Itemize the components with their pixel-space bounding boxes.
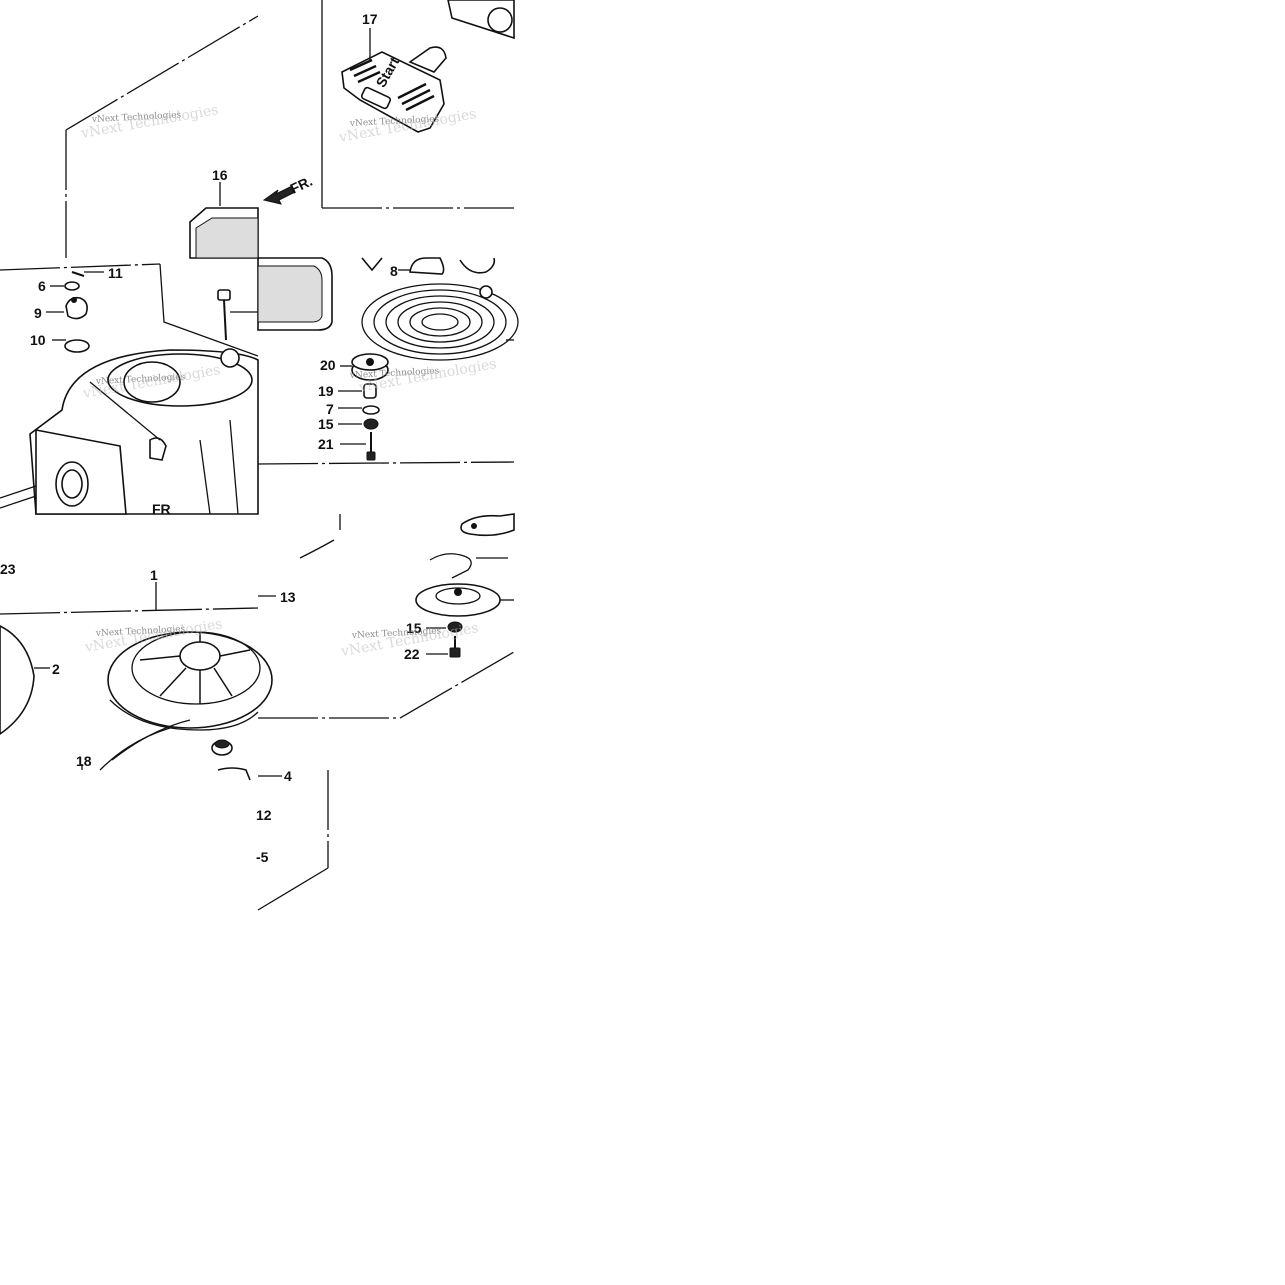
starter-assembly-tile: 23 1 2 18 — [0, 561, 273, 771]
recoil-starter-cover: FR — [0, 348, 259, 517]
watermark: vNext Technologies — [95, 372, 186, 387]
callout-23: 23 — [0, 561, 16, 577]
callout-21: 21 — [318, 436, 334, 452]
callout-15: 15 — [318, 416, 334, 432]
callout-16: 16 — [212, 167, 228, 183]
starter-pulley-reel — [99, 631, 273, 771]
bolt-22 — [449, 636, 461, 658]
callout-12: 12 — [256, 807, 272, 823]
cover-mark: FR — [152, 501, 171, 517]
guide-8 — [409, 257, 445, 275]
watermark: vNext Technologies — [349, 366, 440, 381]
callout-7: 7 — [326, 401, 334, 417]
watermark: vNext Technologies — [91, 110, 182, 125]
watermark: vNext Technologies — [351, 626, 442, 641]
watermark: vNext Technologies — [349, 114, 440, 129]
direction-label: FR. — [288, 173, 315, 197]
washer-15b — [447, 621, 463, 633]
callout-6: 6 — [38, 278, 46, 294]
grommet — [211, 739, 233, 756]
ratchet-tile: 13 15 22 vNext Technologies vNext Techno… — [258, 513, 515, 719]
callout-19: 19 — [318, 383, 334, 399]
callout-11: 11 — [108, 265, 123, 281]
recoil-spring — [361, 283, 519, 361]
callout-15b: 15 — [406, 620, 422, 636]
washer-7 — [362, 405, 380, 415]
callout-4: 4 — [284, 768, 292, 784]
air-filter-tile: 16 FR. vNext Technologies vNext Technolo… — [65, 15, 315, 259]
spring-10 — [64, 339, 90, 353]
callout-2: 2 — [52, 661, 60, 677]
callout-9: 9 — [34, 305, 42, 321]
reel-spring-tile: 8 20 19 7 15 — [257, 257, 519, 465]
front-direction-arrow: FR. — [262, 173, 315, 205]
callout-18: 18 — [76, 753, 92, 769]
pawl-9 — [65, 296, 88, 320]
watermark: vNext Technologies — [79, 102, 220, 142]
starter-housing-2 — [0, 625, 50, 735]
callout-8: 8 — [390, 263, 398, 279]
callout-17: 17 — [362, 11, 378, 27]
pawl-spring-11 — [71, 271, 85, 277]
recoil-cover-tile: 11 6 9 10 — [0, 263, 259, 517]
washer-15 — [363, 418, 379, 430]
callout-5: -5 — [256, 849, 269, 865]
air-filter-element — [189, 207, 259, 259]
collar-20 — [351, 353, 389, 381]
bottom-strip: 4 12 -5 — [217, 767, 329, 911]
bolt-21 — [366, 432, 376, 461]
mounting-bolt — [217, 289, 258, 341]
watermark: vNext Technologies — [95, 624, 186, 639]
friction-plate — [415, 583, 514, 617]
callout-10: 10 — [30, 332, 46, 348]
starter-grip-tile: Start 17 vNext Technologies vNext Techno… — [321, 0, 515, 209]
washer-6 — [64, 281, 80, 291]
callout-20: 20 — [320, 357, 336, 373]
callout-22: 22 — [404, 646, 420, 662]
starter-grip: Start — [341, 46, 447, 133]
callout-1: 1 — [150, 567, 158, 583]
spacer-19 — [363, 383, 377, 399]
callout-13: 13 — [280, 589, 296, 605]
